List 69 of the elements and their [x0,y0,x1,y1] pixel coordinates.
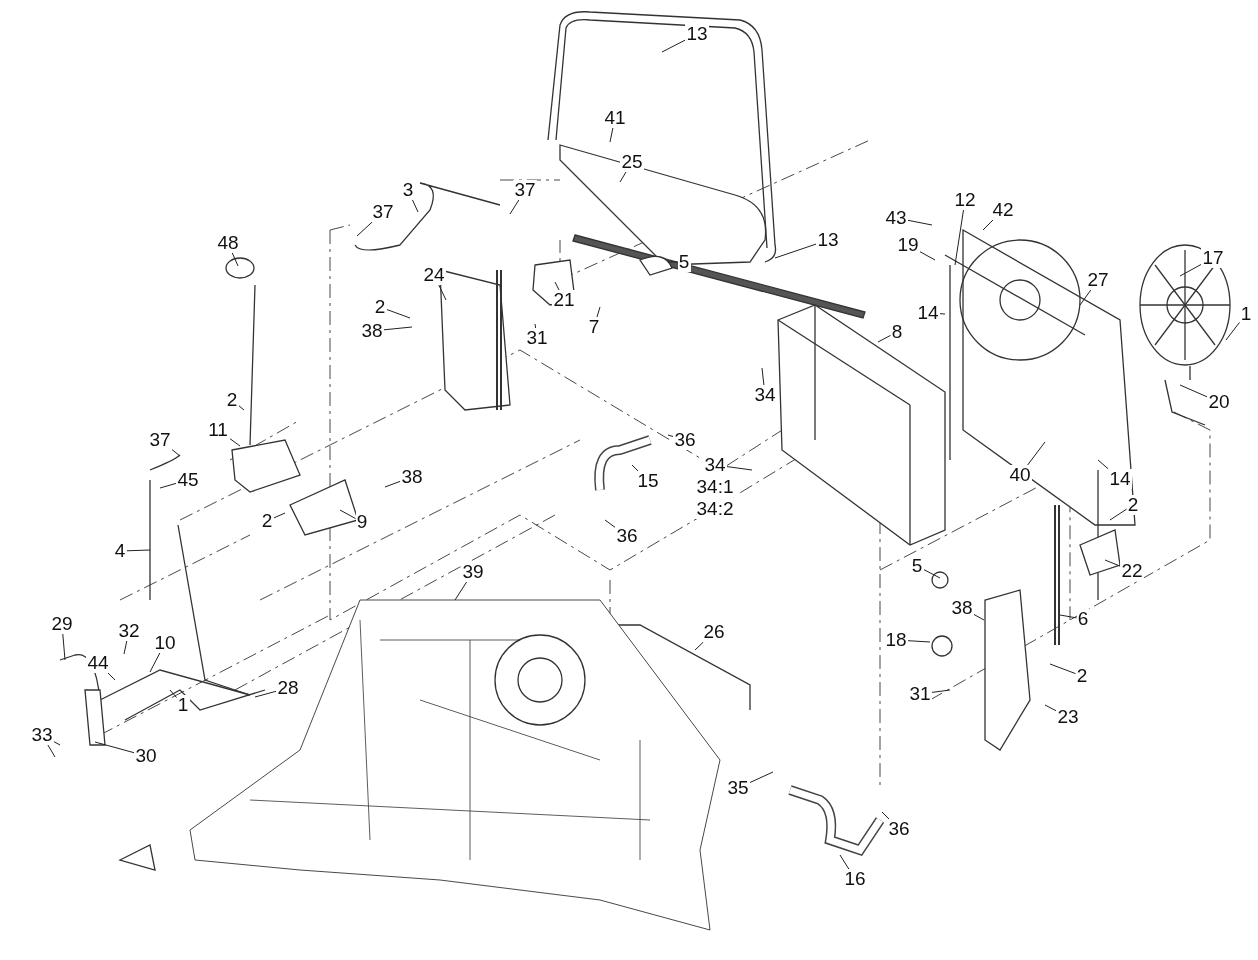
leader-line [171,449,181,457]
leader-line [1027,441,1046,466]
leader-line [907,640,931,643]
leader-line [1109,508,1127,521]
leader-line [1179,264,1202,277]
leader-line [839,854,850,870]
leader-line [123,640,128,655]
callout-number: 22 [1120,561,1144,581]
leader-line [1097,459,1109,470]
leader-line [412,199,419,213]
leader-line [1049,663,1076,675]
leader-line [667,261,678,263]
leader-line [126,549,151,552]
leader-line [62,633,66,661]
leader-line [667,434,674,437]
leader-line [386,308,411,319]
leader-line [973,614,985,621]
leader-line [877,334,891,343]
leader-line [726,466,753,471]
leader-line [438,284,447,301]
leader-line [169,689,177,698]
leader-line [229,438,241,447]
leader-line [596,306,601,318]
leader-line [1225,321,1240,341]
leader-line [749,771,774,783]
leader-line [254,690,277,698]
leader-line [931,689,951,693]
leader-line [47,744,56,758]
leader-line [1079,289,1092,306]
leader-line [1059,614,1077,619]
callout-number: 14 [1108,469,1132,489]
callout-number: 25 [620,152,644,172]
leader-line [907,219,933,226]
leader-line [159,482,177,489]
callout-number: 26 [702,622,726,642]
leader-line [694,641,704,651]
callout-number: 37 [371,202,395,222]
callout-number: 36 [673,430,697,450]
leader-line [384,480,401,488]
callout-number: 17 [1201,248,1225,268]
leader-line [94,741,135,754]
leader-line [273,512,286,519]
callout-number: 24 [422,265,446,285]
leader-line [774,243,817,259]
leader-line [761,367,765,386]
leader-line [661,39,686,53]
leader-line [238,404,245,411]
leader-line [383,326,413,331]
leader-line [631,464,639,472]
leader-line [939,313,946,315]
leader-line [454,581,468,601]
leader-line [509,199,520,215]
leader-line [356,221,373,237]
leader-line [923,568,941,579]
leader-line [1179,384,1208,398]
leader-line [53,741,61,746]
leader-line [149,652,161,673]
leader-line [231,252,239,267]
leader-line [604,519,616,528]
leader-line [919,251,936,261]
leader-line [609,127,614,143]
leader-line [619,171,627,183]
leader-line [339,509,356,519]
leader-line [534,323,537,329]
leader-line [1104,559,1121,567]
leader-line [954,209,964,266]
leader-line [1044,704,1057,712]
callout-number: 44 [86,653,110,673]
callout-number: 31 [908,684,932,704]
